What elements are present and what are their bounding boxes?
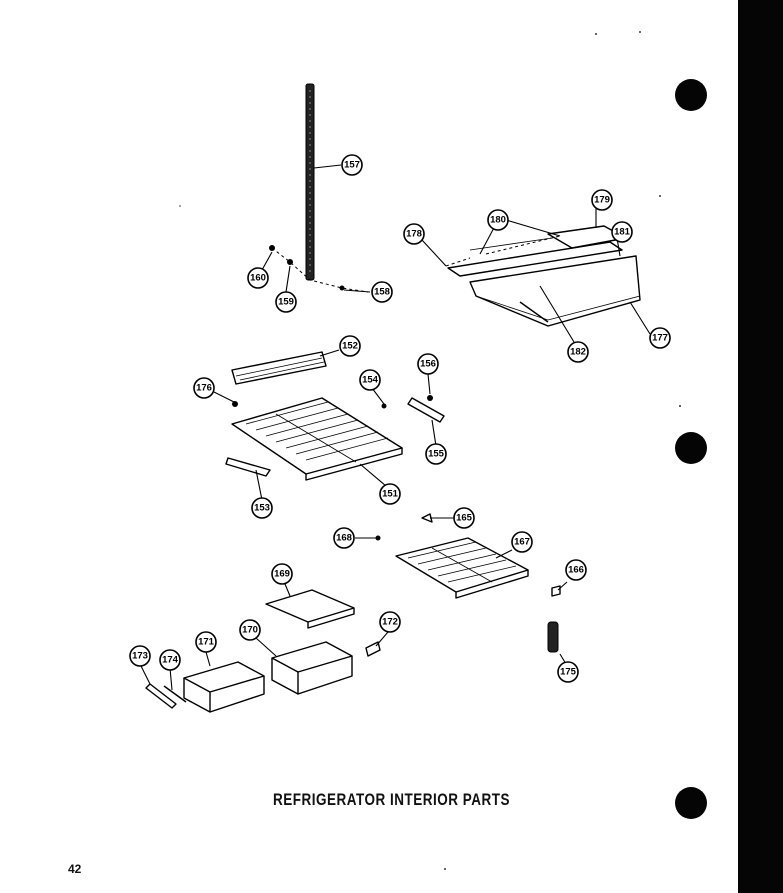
svg-text:159: 159 [278, 297, 294, 308]
part-153-rail [225, 457, 271, 477]
svg-text:175: 175 [560, 667, 577, 678]
svg-text:170: 170 [242, 625, 258, 636]
svg-text:166: 166 [568, 565, 584, 576]
callout-158: 158 [371, 281, 393, 303]
svg-text:156: 156 [420, 359, 436, 370]
callout-175: 175 [557, 661, 579, 683]
callout-155: 155 [425, 443, 447, 465]
part-170-crisper [271, 641, 353, 695]
svg-text:171: 171 [198, 637, 215, 648]
print-specks [179, 31, 681, 870]
part-157-shelf-rail [305, 83, 315, 281]
binder-hole-bottom [675, 787, 707, 819]
leader-lines [139, 164, 651, 691]
diagram-title: REFRIGERATOR INTERIOR PARTS [272, 790, 510, 809]
parts-172-175-hardware [145, 585, 561, 709]
callout-181: 181 [611, 221, 633, 243]
callout-153: 153 [251, 497, 273, 519]
callout-178: 178 [403, 223, 425, 245]
callout-168: 168 [333, 527, 355, 549]
scan-dark-edge [738, 0, 783, 893]
callout-165: 165 [453, 507, 475, 529]
callout-177: 177 [649, 327, 671, 349]
callout-170: 170 [239, 619, 261, 641]
part-155-bracket [407, 395, 445, 423]
callout-152: 152 [339, 335, 361, 357]
part-151-wire-shelf [231, 397, 403, 481]
callout-182: 182 [567, 341, 589, 363]
part-177-179-pan-assembly [445, 225, 641, 327]
svg-text:176: 176 [196, 383, 212, 394]
svg-text:160: 160 [250, 273, 266, 284]
svg-text:180: 180 [490, 215, 506, 226]
svg-text:179: 179 [594, 195, 610, 206]
svg-text:168: 168 [336, 533, 352, 544]
part-169-crisper-cover [265, 589, 355, 629]
svg-text:172: 172 [382, 617, 398, 628]
binder-hole-middle [675, 432, 707, 464]
callout-156: 156 [417, 353, 439, 375]
callout-157: 157 [341, 154, 363, 176]
svg-text:155: 155 [428, 449, 445, 460]
callout-169: 169 [271, 563, 293, 585]
callout-176: 176 [193, 377, 215, 399]
svg-text:169: 169 [274, 569, 290, 580]
parts-158-160-hardware [269, 245, 369, 293]
svg-text:153: 153 [254, 503, 270, 514]
callout-151: 151 [379, 483, 401, 505]
callout-171: 171 [195, 631, 217, 653]
svg-text:152: 152 [342, 341, 358, 352]
svg-text:157: 157 [344, 160, 360, 171]
svg-text:173: 173 [132, 651, 148, 662]
binder-hole-top [675, 79, 707, 111]
callout-179: 179 [591, 189, 613, 211]
callout-166: 166 [565, 559, 587, 581]
svg-text:167: 167 [514, 537, 530, 548]
callout-173: 173 [129, 645, 151, 667]
svg-text:178: 178 [406, 229, 422, 240]
part-167-wire-shelf [395, 537, 529, 599]
callout-159: 159 [275, 291, 297, 313]
svg-text:154: 154 [362, 375, 379, 386]
callout-160: 160 [247, 267, 269, 289]
svg-text:158: 158 [374, 287, 390, 298]
svg-text:177: 177 [652, 333, 668, 344]
svg-text:181: 181 [614, 227, 631, 238]
callout-154: 154 [359, 369, 381, 391]
callout-167: 167 [511, 531, 533, 553]
small-hardware [232, 401, 433, 541]
svg-text:182: 182 [570, 347, 586, 358]
svg-text:151: 151 [382, 489, 399, 500]
svg-text:165: 165 [456, 513, 473, 524]
part-171-drawer [183, 661, 265, 713]
callout-180: 180 [487, 209, 509, 231]
page-number: 42 [68, 862, 82, 876]
callout-174: 174 [159, 649, 181, 671]
part-152-rail [231, 351, 327, 385]
svg-text:174: 174 [162, 655, 179, 666]
callout-172: 172 [379, 611, 401, 633]
